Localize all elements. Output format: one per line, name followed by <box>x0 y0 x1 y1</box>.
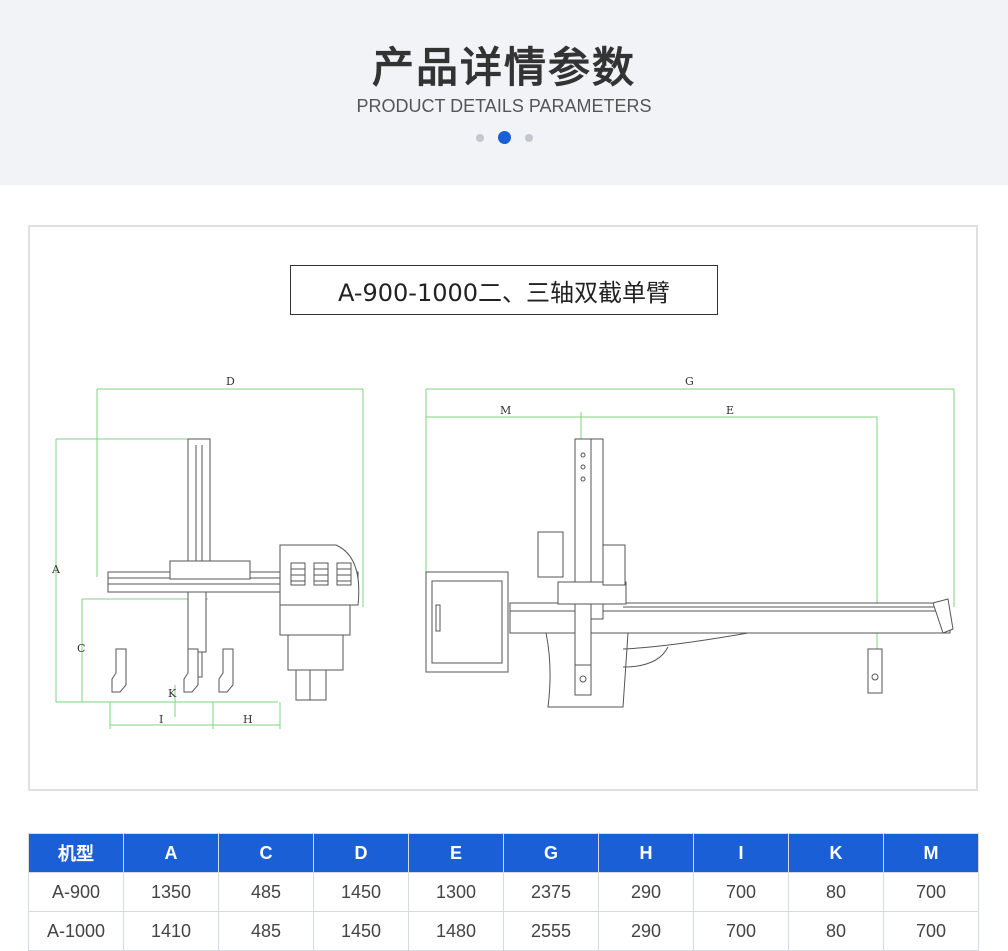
dim-label-K: K <box>168 687 177 700</box>
carousel-dot-1[interactable] <box>475 133 484 142</box>
table-cell: 1450 <box>313 872 409 912</box>
header-C: C <box>218 833 314 873</box>
dim-label-M: M <box>500 404 511 417</box>
header-M: M <box>883 833 979 873</box>
carousel-dots <box>0 131 1008 144</box>
header-model: 机型 <box>28 833 124 873</box>
dim-label-A: A <box>51 563 61 576</box>
dim-label-H: H <box>243 713 253 726</box>
header-section: 产品详情参数 PRODUCT DETAILS PARAMETERS <box>0 0 1008 185</box>
table-cell: A-1000 <box>28 911 124 951</box>
table-cell: 700 <box>693 872 789 912</box>
dim-label-G: G <box>685 375 694 388</box>
table-cell: 290 <box>598 872 694 912</box>
page-title: 产品详情参数 <box>371 43 636 92</box>
table-row: A-900 1350 485 1450 1300 2375 290 700 80… <box>28 872 979 912</box>
table-cell: 1450 <box>313 911 409 951</box>
dim-label-D: D <box>226 375 235 388</box>
table-row: A-1000 1410 485 1450 1480 2555 290 700 8… <box>28 911 979 951</box>
left-view <box>55 388 364 729</box>
right-dimension-labels: G M E <box>500 375 734 417</box>
dim-label-I: I <box>159 713 163 726</box>
table-cell: 290 <box>598 911 694 951</box>
header-G: G <box>503 833 599 873</box>
table-cell: 1410 <box>123 911 219 951</box>
table-cell: 700 <box>883 911 979 951</box>
table-cell: 80 <box>788 911 884 951</box>
table-cell: 1350 <box>123 872 219 912</box>
table-cell: 700 <box>883 872 979 912</box>
carousel-dot-2-active[interactable] <box>497 131 511 144</box>
header-H: H <box>598 833 694 873</box>
header-I: I <box>693 833 789 873</box>
model-title: A-900-1000二、三轴双截单臂 <box>290 265 718 315</box>
page-subtitle: PRODUCT DETAILS PARAMETERS <box>356 96 652 116</box>
table-cell: 485 <box>218 911 314 951</box>
spec-table: 机型 A C D E G H I K M A-900 1350 485 1450… <box>28 833 979 951</box>
table-cell: 700 <box>693 911 789 951</box>
table-cell: 485 <box>218 872 314 912</box>
table-cell: 1480 <box>408 911 504 951</box>
right-view <box>425 388 955 708</box>
header-D: D <box>313 833 409 873</box>
table-cell: 2375 <box>503 872 599 912</box>
left-dimension-lines <box>55 388 364 729</box>
table-cell: 2555 <box>503 911 599 951</box>
header-E: E <box>408 833 504 873</box>
dim-label-C: C <box>77 642 85 655</box>
left-dimension-labels: D A C K I H <box>51 375 253 726</box>
technical-drawing: D A C K I H <box>51 375 955 729</box>
spec-table-header-row: 机型 A C D E G H I K M <box>28 833 979 873</box>
header-A: A <box>123 833 219 873</box>
table-cell: A-900 <box>28 872 124 912</box>
dim-label-E: E <box>726 404 734 417</box>
carousel-dot-3[interactable] <box>524 133 533 142</box>
right-dimension-lines <box>425 388 955 657</box>
table-cell: 80 <box>788 872 884 912</box>
header-K: K <box>788 833 884 873</box>
table-cell: 1300 <box>408 872 504 912</box>
diagram-panel: A-900-1000二、三轴双截单臂 <box>28 225 978 791</box>
